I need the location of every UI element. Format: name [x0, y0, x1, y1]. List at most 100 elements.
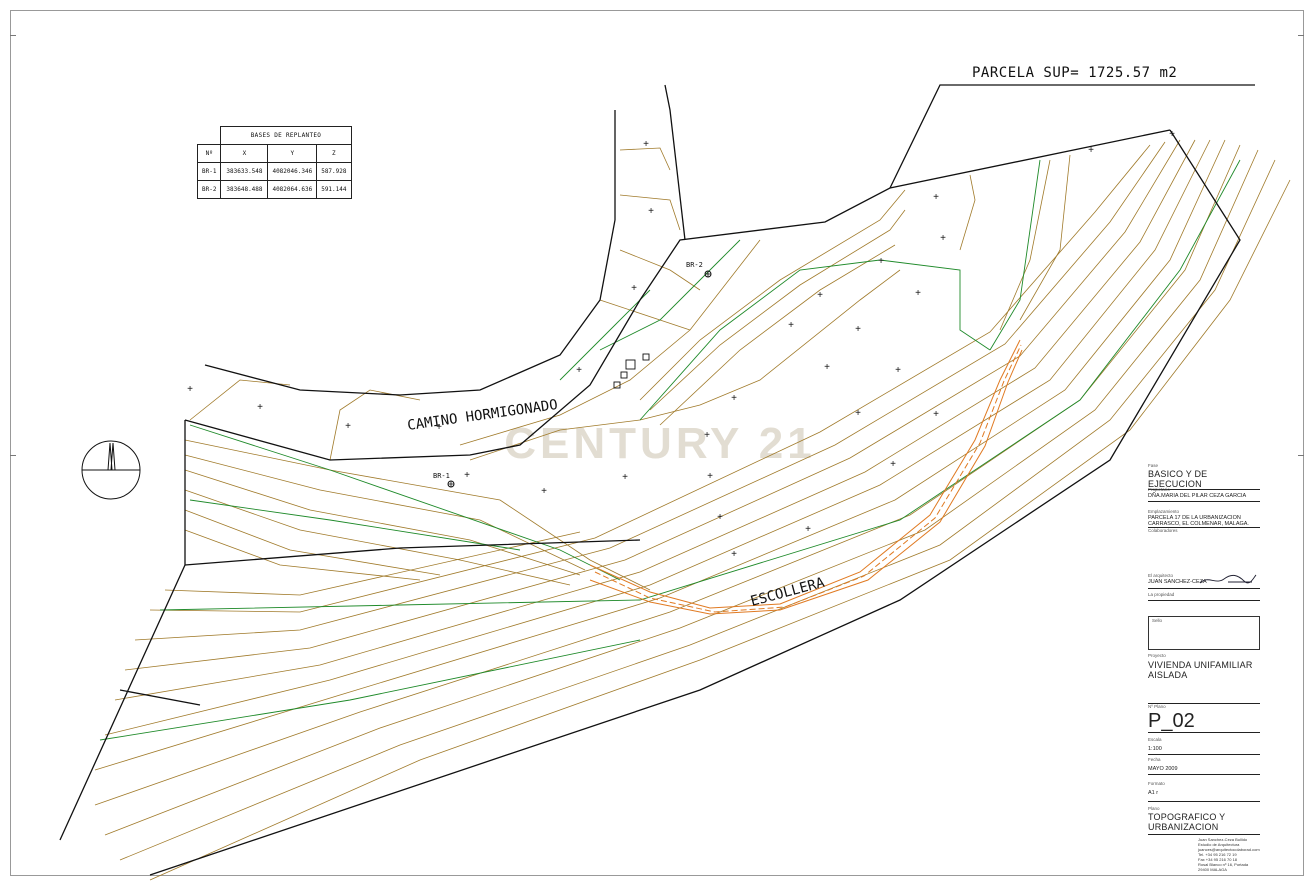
svg-text:+: +: [817, 290, 823, 301]
arquitecto-value: JUAN SANCHEZ-CEZA: [1148, 579, 1207, 585]
svg-text:+: +: [187, 384, 193, 395]
table-cell: BR-2: [196, 179, 222, 199]
footer-line: Fax +34 95 216 70 18: [1198, 857, 1238, 862]
br-1-label: BR-1: [433, 472, 450, 480]
emplazamiento-line-2: CARRASCO, EL COLMENAR, MALAGA.: [1148, 521, 1249, 527]
proyecto-label: Proyecto: [1148, 653, 1166, 658]
formato-label: Formato: [1148, 781, 1165, 786]
svg-text:+: +: [940, 233, 946, 244]
svg-text:+: +: [622, 472, 628, 483]
north-arrow-icon: [81, 440, 141, 500]
footer-line: Rosal Blanco nº 16, Portada: [1198, 862, 1249, 867]
table-cell: BR-1: [196, 161, 222, 181]
plano-no-value: P_02: [1148, 710, 1195, 732]
col-header: Z: [316, 143, 352, 163]
svg-text:+: +: [464, 470, 470, 481]
br-2-marker: BR-2: [686, 261, 712, 278]
svg-text:+: +: [890, 459, 896, 470]
formato-value: A1 r: [1148, 790, 1159, 796]
colaboradores-label: Colaboradores: [1148, 528, 1178, 533]
plano-no-label: Nº Plano: [1148, 704, 1166, 709]
parcel-area-label: PARCELA SUP= 1725.57 m2: [972, 65, 1177, 81]
br-1-marker: BR-1: [433, 472, 455, 488]
svg-text:+: +: [933, 192, 939, 203]
survey-points: + + + + + + + + + + + + + + + + + + + + …: [187, 129, 1175, 560]
watermark: CENTURY 21: [504, 419, 815, 468]
fecha-value: MAYO 2009: [1148, 766, 1178, 772]
fase-value: BASICO Y DE EJECUCION: [1148, 469, 1208, 489]
margin-tick: [10, 455, 16, 456]
plano-line-1: TOPOGRAFICO Y: [1148, 812, 1226, 822]
footer-line: 29400 MALAGA: [1198, 867, 1227, 872]
svg-text:+: +: [933, 409, 939, 420]
plano-label: Plano: [1148, 806, 1160, 811]
sello-label: Sello: [1152, 618, 1163, 623]
propiedad-label: La propiedad: [1148, 592, 1175, 597]
footer-line: Juan Sanchez-Ceza Bullido: [1198, 837, 1248, 842]
small-structures: [613, 353, 650, 389]
coordinates-table: BASES DE REPLANTEO Nº X Y Z BR-1 383633.…: [196, 126, 352, 199]
escala-value: 1:100: [1148, 746, 1162, 752]
svg-text:+: +: [895, 365, 901, 376]
proyecto-line-1: VIVIENDA UNIFAMILIAR: [1148, 660, 1253, 670]
col-header: Nº: [196, 143, 222, 163]
table-cell: 587.928: [316, 161, 352, 181]
svg-text:+: +: [436, 422, 442, 433]
table-cell: 4082046.346: [267, 161, 318, 181]
margin-tick: [1298, 455, 1304, 456]
propietario-value: DÑA.MARIA DEL PILAR CEZA GARCIA: [1148, 493, 1247, 499]
svg-text:+: +: [345, 421, 351, 432]
sello-box: Sello: [1148, 616, 1260, 650]
fecha-label: Fecha: [1148, 757, 1161, 762]
svg-text:+: +: [855, 324, 861, 335]
svg-text:+: +: [731, 549, 737, 560]
svg-text:+: +: [915, 288, 921, 299]
svg-text:+: +: [648, 206, 654, 217]
svg-text:+: +: [541, 486, 547, 497]
svg-text:+: +: [257, 402, 263, 413]
contour-lines-green: [99, 159, 1241, 741]
escollera-wall: [589, 339, 1023, 615]
contour-lines-brown: [94, 139, 1291, 881]
col-header: X: [220, 143, 269, 163]
svg-text:+: +: [824, 362, 830, 373]
table-cell: 4082064.636: [267, 179, 318, 199]
svg-text:+: +: [707, 471, 713, 482]
footer-line: Estudio de Arquitectura: [1198, 842, 1240, 847]
svg-text:+: +: [1088, 145, 1094, 156]
fase-label: Fase: [1148, 463, 1159, 468]
svg-text:+: +: [878, 256, 884, 267]
margin-tick: [1298, 35, 1304, 36]
svg-text:+: +: [631, 283, 637, 294]
svg-text:+: +: [731, 393, 737, 404]
table-row: BR-1 383633.548 4082046.346 587.928: [196, 161, 352, 181]
emplazamiento-label: Emplazamiento: [1148, 509, 1180, 514]
svg-text:+: +: [855, 408, 861, 419]
propietario-label: Propietario: [1148, 487, 1170, 492]
table-row: BR-2 383648.488 4082064.636 591.144: [196, 179, 352, 199]
table-cell: 383633.548: [220, 161, 269, 181]
proyecto-line-2: AISLADA: [1148, 670, 1188, 680]
footer-line: Tel. +34 95 216 72 19: [1198, 852, 1237, 857]
footer-line: juances@arquitectocolaborad.com: [1198, 847, 1260, 852]
svg-text:+: +: [788, 320, 794, 331]
signature-icon: [1199, 574, 1257, 584]
table-cell: 591.144: [316, 179, 352, 199]
svg-text:+: +: [704, 430, 710, 441]
coordinates-table-title: BASES DE REPLANTEO: [220, 126, 352, 145]
svg-text:+: +: [576, 365, 582, 376]
emplazamiento-line-1: PARCELA 17 DE LA URBANIZACION: [1148, 515, 1241, 521]
arquitecto-label: El arquitecto: [1148, 573, 1174, 578]
plano-line-2: URBANIZACION: [1148, 822, 1219, 832]
br-2-label: BR-2: [686, 261, 703, 269]
col-header: Y: [267, 143, 318, 163]
margin-tick: [10, 35, 16, 36]
sheet-border: [10, 10, 1304, 876]
svg-text:+: +: [717, 512, 723, 523]
svg-text:+: +: [1169, 129, 1175, 140]
table-cell: 383648.488: [220, 179, 269, 199]
parcel-boundaries: [59, 84, 1255, 876]
escollera-label: ESCOLLERA: [749, 575, 827, 610]
